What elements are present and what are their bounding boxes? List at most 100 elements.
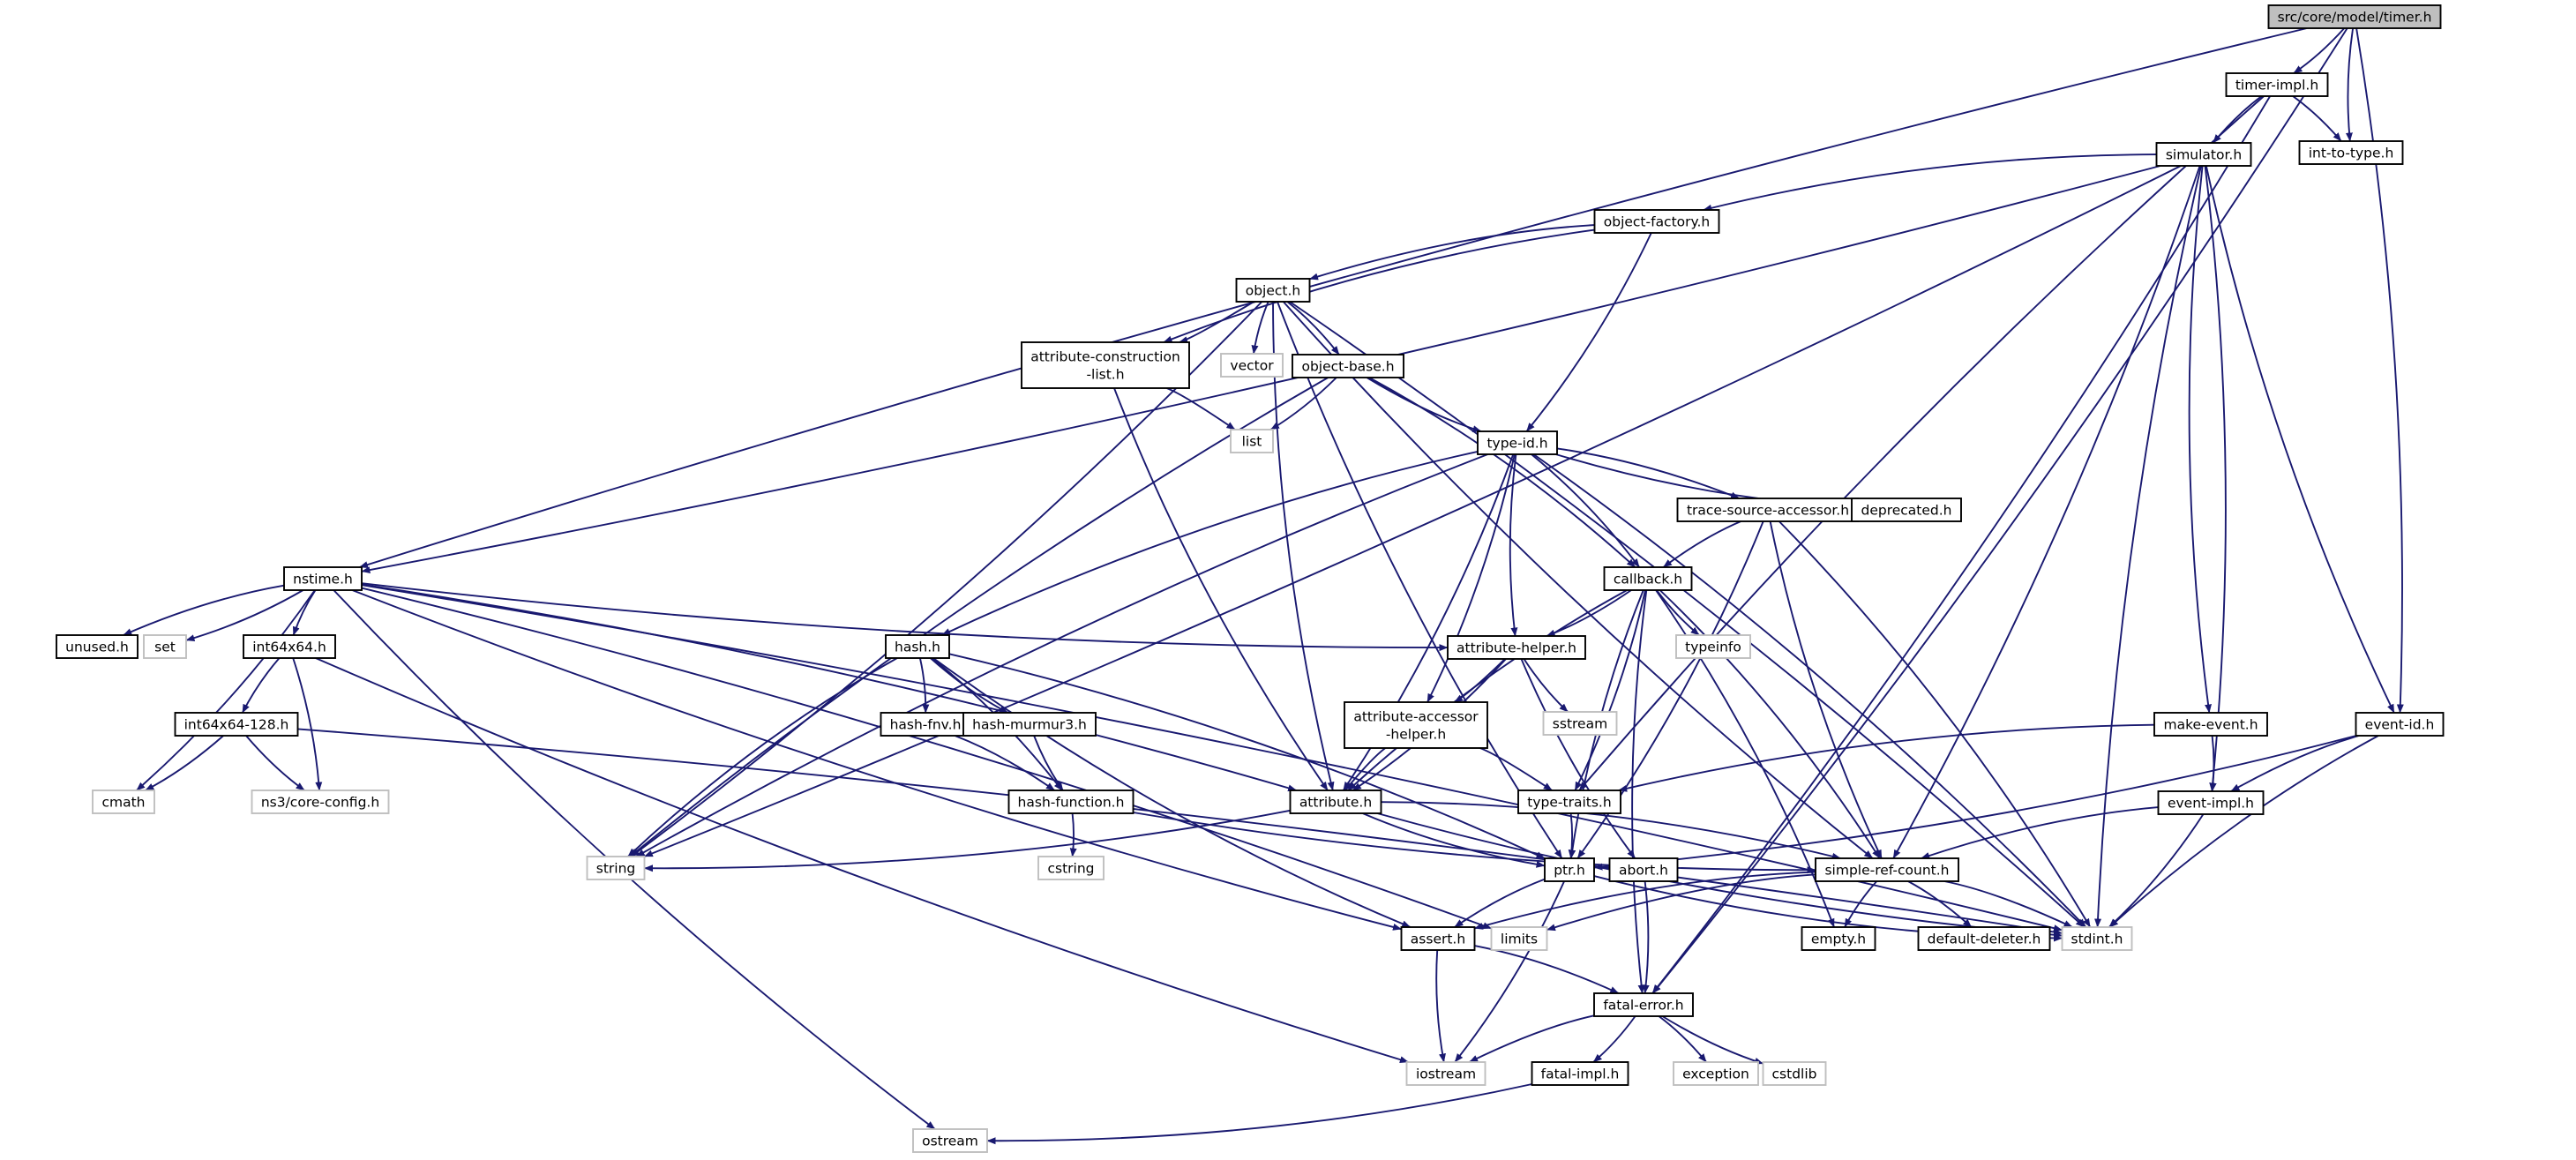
node-box — [1405, 1061, 1486, 1086]
edge-object-to-vector — [1251, 301, 1269, 355]
node-int-to-type[interactable]: int-to-type.h — [2298, 140, 2404, 165]
node-label: trace-source-accessor.h — [1687, 503, 1849, 519]
node-default-del[interactable]: default-deleter.h — [1917, 926, 2051, 951]
node-label: iostream — [1416, 1066, 1476, 1082]
node-box — [283, 566, 363, 591]
node-label: nstime.h — [293, 572, 353, 587]
node-event-impl[interactable]: event-impl.h — [2157, 790, 2265, 815]
node-make-event[interactable]: make-event.h — [2153, 712, 2268, 737]
edge-timer-to-int-to-type — [2345, 27, 2355, 142]
edge-callback-to-type-traits — [1574, 589, 1647, 791]
node-assert[interactable]: assert.h — [1400, 926, 1476, 951]
edge-simple-ref-to-assert — [1474, 871, 1816, 930]
node-event-id[interactable]: event-id.h — [2355, 712, 2445, 737]
node-label: typeinfo — [1685, 640, 1741, 655]
node-fatal-impl[interactable]: fatal-impl.h — [1531, 1061, 1629, 1086]
edge-timer-to-fatal-error — [1651, 27, 2348, 994]
node-type-traits[interactable]: type-traits.h — [1517, 790, 1621, 814]
node-label: int-to-type.h — [2309, 146, 2394, 161]
node-timer-impl[interactable]: timer-impl.h — [2225, 72, 2329, 97]
node-box — [251, 790, 390, 814]
node-unused[interactable]: unused.h — [56, 634, 139, 659]
node-box — [2355, 712, 2445, 737]
node-timer[interactable]: src/core/model/timer.h — [2267, 4, 2442, 29]
node-nstime[interactable]: nstime.h — [283, 566, 363, 591]
node-box — [1531, 1061, 1629, 1086]
node-stdint: stdint.h — [2061, 926, 2133, 951]
edge-object-base-to-string — [629, 377, 1329, 857]
edge-hash-murmur-to-hash-function — [1033, 735, 1064, 791]
node-label: unused.h — [65, 640, 129, 655]
node-attr-constr[interactable]: attribute-construction -list.h — [1021, 341, 1190, 389]
node-label: -list.h — [1086, 367, 1124, 383]
edge-simulator-to-make-event — [2188, 165, 2213, 714]
node-attribute[interactable]: attribute.h — [1289, 790, 1382, 814]
edge-nstime-to-stdint — [361, 584, 2063, 932]
node-label: event-id.h — [2365, 717, 2435, 733]
node-label: event-impl.h — [2168, 796, 2254, 812]
edge-attr-constr-to-attribute — [1113, 387, 1329, 791]
node-label: attribute-construction — [1030, 349, 1180, 365]
edge-type-id-to-attr-helper — [1509, 453, 1518, 637]
edge-type-id-to-attr-acc — [1427, 453, 1516, 703]
node-label: -helper.h — [1386, 727, 1446, 743]
node-simple-ref[interactable]: simple-ref-count.h — [1815, 857, 1959, 882]
node-object-factory[interactable]: object-factory.h — [1593, 209, 1720, 234]
node-fatal-error[interactable]: fatal-error.h — [1593, 992, 1694, 1017]
node-vector: vector — [1220, 353, 1284, 378]
node-simulator[interactable]: simulator.h — [2155, 142, 2252, 167]
edge-attribute-to-ptr — [1362, 812, 1546, 868]
node-box — [1603, 566, 1693, 591]
edge-nstime-to-cmath — [136, 589, 316, 791]
node-callback[interactable]: callback.h — [1603, 566, 1693, 591]
edge-simulator-to-nstime — [361, 165, 2161, 573]
node-int64x64-128[interactable]: int64x64-128.h — [174, 712, 299, 737]
node-box — [1447, 635, 1586, 660]
node-abort[interactable]: abort.h — [1608, 857, 1679, 882]
node-object-base[interactable]: object-base.h — [1292, 354, 1404, 378]
edge-object-to-object-base — [1286, 301, 1340, 355]
node-box — [1517, 790, 1621, 814]
node-int64x64[interactable]: int64x64.h — [243, 634, 336, 659]
node-label: ostream — [922, 1134, 978, 1149]
edge-type-traits-to-ptr — [1568, 812, 1576, 859]
node-object[interactable]: object.h — [1235, 278, 1311, 303]
node-ptr[interactable]: ptr.h — [1544, 857, 1595, 882]
edge-make-event-to-event-impl — [2209, 735, 2217, 792]
edge-ptr-to-assert — [1454, 878, 1546, 928]
node-hash-fnv[interactable]: hash-fnv.h — [880, 712, 971, 737]
edge-attr-helper-to-sstream — [1523, 658, 1569, 713]
node-label: object-factory.h — [1604, 214, 1710, 230]
edge-simple-ref-to-empty — [1844, 880, 1878, 928]
edge-nstime-to-assert — [351, 589, 1402, 931]
node-limits: limits — [1490, 926, 1548, 951]
dependency-edges — [123, 27, 2404, 1145]
edge-simulator-to-simple-ref — [1892, 165, 2201, 859]
node-box — [1021, 341, 1190, 389]
node-hash-murmur[interactable]: hash-murmur3.h — [962, 712, 1097, 737]
edge-type-id-to-stdint — [1532, 453, 2087, 928]
node-label: abort.h — [1619, 863, 1668, 879]
node-hash[interactable]: hash.h — [885, 634, 950, 659]
node-hash-function[interactable]: hash-function.h — [1007, 790, 1134, 814]
edge-callback-to-empty — [1655, 589, 1835, 928]
node-type-id[interactable]: type-id.h — [1477, 430, 1558, 455]
edge-int64x64-128-to-stdint — [297, 728, 2063, 936]
edge-nstime-to-attr-helper — [361, 582, 1449, 652]
node-attr-helper[interactable]: attribute-helper.h — [1447, 635, 1586, 660]
node-attr-acc[interactable]: attribute-accessor-helper.h — [1344, 701, 1488, 749]
edge-event-id-to-event-impl — [2230, 735, 2360, 792]
node-deprecated[interactable]: deprecated.h — [1851, 498, 1962, 522]
node-label: type-traits.h — [1527, 795, 1611, 811]
node-label: timer-impl.h — [2235, 78, 2318, 94]
node-iostream: iostream — [1405, 1061, 1486, 1086]
node-empty[interactable]: empty.h — [1801, 926, 1876, 951]
edge-nstime-to-unused — [123, 584, 285, 636]
node-box — [1815, 857, 1959, 882]
edge-abort-to-fatal-error — [1642, 880, 1650, 994]
edge-hash-fnv-to-hash-function — [955, 735, 1055, 791]
edge-simulator-to-object-factory — [1703, 153, 2157, 212]
node-trace-src[interactable]: trace-source-accessor.h — [1676, 498, 1860, 522]
node-label: cstring — [1047, 861, 1094, 877]
node-label: object.h — [1246, 283, 1301, 299]
